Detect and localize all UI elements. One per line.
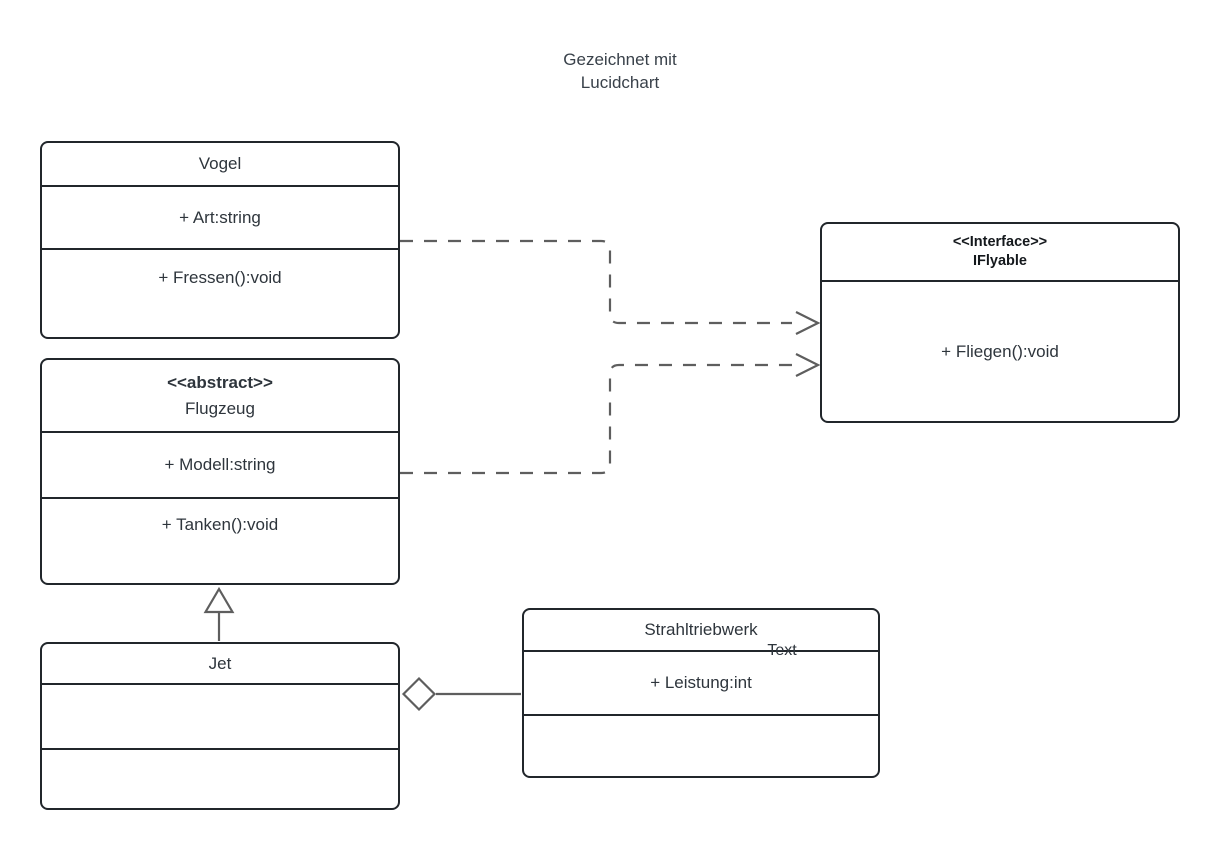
class-vogel-methods: + Fressen():void bbox=[42, 248, 398, 337]
attribute: + Modell:string bbox=[164, 455, 276, 474]
class-jet-title: Jet bbox=[42, 644, 398, 683]
aggregation-connector-jet-strahltriebwerk[interactable] bbox=[401, 676, 522, 712]
class-name: Strahltriebwerk bbox=[644, 620, 758, 639]
lucidchart-watermark: Gezeichnet mit Lucidchart bbox=[470, 48, 770, 94]
class-strahltriebwerk-title: Strahltriebwerk bbox=[524, 610, 878, 650]
hollow-triangle-icon bbox=[203, 586, 235, 614]
class-jet-attributes bbox=[42, 683, 398, 748]
hollow-diamond-icon bbox=[401, 676, 437, 712]
watermark-line2: Lucidchart bbox=[580, 73, 660, 92]
class-jet-methods bbox=[42, 748, 398, 808]
class-vogel-attributes: + Art:string bbox=[42, 185, 398, 248]
attribute: + Leistung:int bbox=[650, 673, 752, 692]
class-name: Vogel bbox=[198, 154, 242, 173]
interface-iflyable[interactable]: <<Interface>> IFlyable + Fliegen():void bbox=[820, 222, 1180, 423]
method: + Tanken():void bbox=[161, 515, 279, 534]
interface-iflyable-methods: + Fliegen():void bbox=[822, 280, 1178, 421]
inheritance-connector-jet-flugzeug[interactable] bbox=[203, 586, 235, 641]
class-flugzeug[interactable]: <<abstract>> Flugzeug + Modell:string + … bbox=[40, 358, 400, 585]
class-strahltriebwerk-methods bbox=[524, 714, 878, 776]
open-arrowhead-icon bbox=[795, 353, 821, 377]
method: + Fressen():void bbox=[158, 268, 282, 287]
open-arrowhead-icon bbox=[795, 311, 821, 335]
attribute: + Art:string bbox=[179, 207, 261, 227]
watermark-line1: Gezeichnet mit bbox=[563, 50, 677, 69]
class-flugzeug-attributes: + Modell:string bbox=[42, 431, 398, 497]
class-vogel-title: Vogel bbox=[42, 143, 398, 185]
class-flugzeug-methods: + Tanken():void bbox=[42, 497, 398, 583]
realization-connector-flugzeug-iflyable[interactable] bbox=[400, 353, 821, 475]
class-name: Jet bbox=[208, 653, 232, 673]
aggregation-edge-label: Text bbox=[767, 642, 797, 659]
class-flugzeug-title: <<abstract>> Flugzeug bbox=[42, 360, 398, 431]
stereotype-label: <<Interface>> bbox=[952, 234, 1048, 250]
class-vogel[interactable]: Vogel + Art:string + Fressen():void bbox=[40, 141, 400, 339]
class-jet[interactable]: Jet bbox=[40, 642, 400, 810]
class-name: Flugzeug bbox=[185, 398, 255, 418]
realization-connector-vogel-iflyable[interactable] bbox=[400, 239, 821, 335]
class-strahltriebwerk-attributes: + Leistung:int bbox=[524, 650, 878, 714]
interface-iflyable-title: <<Interface>> IFlyable bbox=[822, 224, 1178, 280]
class-strahltriebwerk[interactable]: Strahltriebwerk + Leistung:int bbox=[522, 608, 880, 778]
stereotype-label: <<abstract>> bbox=[167, 372, 273, 392]
class-name: IFlyable bbox=[972, 253, 1027, 269]
method: + Fliegen():void bbox=[941, 341, 1059, 361]
